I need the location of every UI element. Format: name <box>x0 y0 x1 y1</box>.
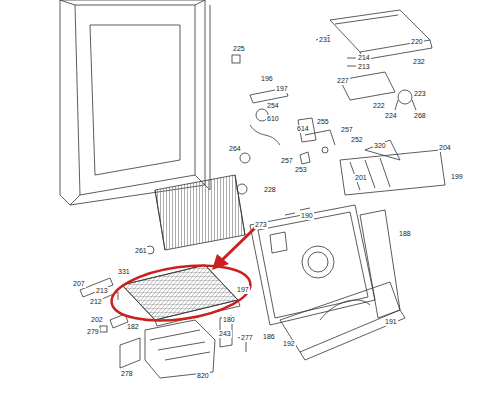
callout-number: 214 <box>357 54 371 62</box>
callout-number: 277 <box>240 334 254 342</box>
callout-number: 232 <box>412 58 426 66</box>
callout-number: 228 <box>263 186 277 194</box>
callout-number: 222 <box>372 102 386 110</box>
callout-number: 196 <box>260 75 274 83</box>
callout-number: 213 <box>357 63 371 71</box>
callout-number: 207 <box>72 280 86 288</box>
callout-number: 212 <box>89 298 103 306</box>
callout-number: 261 <box>134 247 148 255</box>
callout-number: 331 <box>117 268 131 276</box>
callout-number: 204 <box>438 144 452 152</box>
callout-number: 220 <box>410 38 424 46</box>
callout-number: 255 <box>316 118 330 126</box>
callout-number: 320 <box>373 142 387 150</box>
callout-number: 199 <box>450 173 464 181</box>
callout-number: 225 <box>232 45 246 53</box>
callout-number: 186 <box>262 333 276 341</box>
callout-number: 182 <box>126 323 140 331</box>
callout-number: 227 <box>336 77 350 85</box>
callout-number: 202 <box>90 316 104 324</box>
callout-number: 268 <box>413 112 427 120</box>
callout-number: 201 <box>354 174 368 182</box>
callout-number: 180 <box>222 316 236 324</box>
callout-number: 224 <box>384 112 398 120</box>
callout-number: 253 <box>294 166 308 174</box>
callout-number: 264 <box>228 145 242 153</box>
callout-number: 197 <box>275 85 289 93</box>
callout-number: 279 <box>86 328 100 336</box>
callout-number: 252 <box>350 136 364 144</box>
callout-number: 243 <box>218 330 232 338</box>
callout-number: 614 <box>296 125 310 133</box>
callout-number: 273 <box>254 221 268 229</box>
callout-number: 254 <box>266 102 280 110</box>
callout-number: 223 <box>413 90 427 98</box>
callout-number: 191 <box>384 318 398 326</box>
callout-number: 257 <box>340 126 354 134</box>
callout-number: 278 <box>120 370 134 378</box>
callout-number: 231 <box>318 36 332 44</box>
callout-number: 610 <box>266 115 280 123</box>
callout-number: 820 <box>196 372 210 380</box>
callout-number: 192 <box>282 340 296 348</box>
callout-number: 188 <box>398 230 412 238</box>
callout-number: 213 <box>95 287 109 295</box>
callout-number: 257 <box>280 157 294 165</box>
callout-number: 197 <box>236 286 250 294</box>
callout-number: 190 <box>300 212 314 220</box>
